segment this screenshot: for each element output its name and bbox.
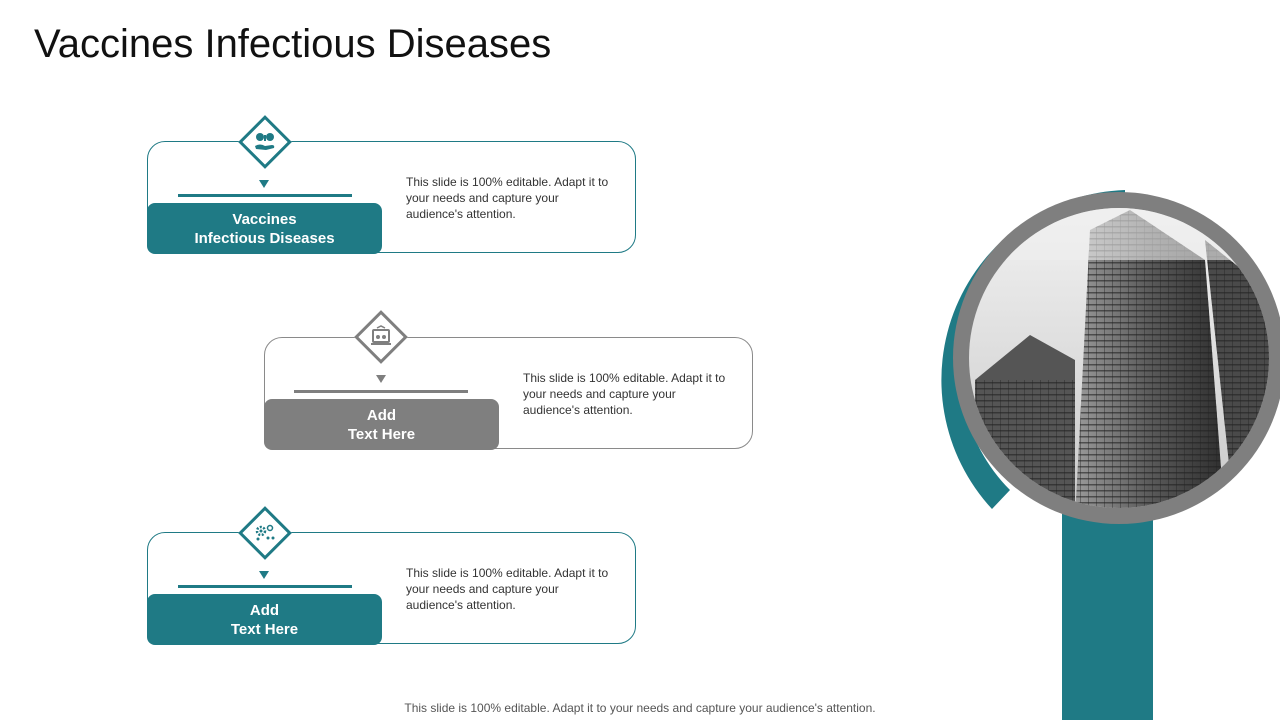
divider bbox=[178, 585, 352, 588]
item-label: Add Text Here bbox=[147, 594, 382, 645]
item-label-line1: Add bbox=[366, 406, 397, 424]
magnifier-handle bbox=[1062, 500, 1153, 720]
item-label-line1: Vaccines bbox=[232, 210, 297, 228]
item-label-line2: Text Here bbox=[230, 620, 299, 638]
teal-crescent bbox=[941, 190, 1125, 509]
hand-with-question-icon bbox=[255, 133, 275, 150]
down-arrow-icon bbox=[376, 375, 386, 383]
item-label: Vaccines Infectious Diseases bbox=[147, 203, 382, 254]
down-arrow-icon bbox=[259, 180, 269, 188]
gray-ring bbox=[953, 192, 1280, 524]
item-description: This slide is 100% editable. Adapt it to… bbox=[523, 371, 726, 417]
down-arrow-icon bbox=[259, 571, 269, 579]
gear-network-icon bbox=[255, 524, 275, 541]
item-label-line2: Text Here bbox=[347, 425, 416, 443]
item-label-line1: Add bbox=[249, 601, 280, 619]
item-description: This slide is 100% editable. Adapt it to… bbox=[406, 175, 609, 221]
divider bbox=[294, 390, 468, 393]
slide-title: Vaccines Infectious Diseases bbox=[34, 22, 552, 66]
item-description: This slide is 100% editable. Adapt it to… bbox=[406, 566, 609, 612]
item-label-line2: Infectious Diseases bbox=[194, 229, 335, 247]
divider bbox=[178, 194, 352, 197]
laptop-settings-icon bbox=[371, 325, 391, 345]
footer-note: This slide is 100% editable. Adapt it to… bbox=[404, 701, 876, 715]
item-label: Add Text Here bbox=[264, 399, 499, 450]
